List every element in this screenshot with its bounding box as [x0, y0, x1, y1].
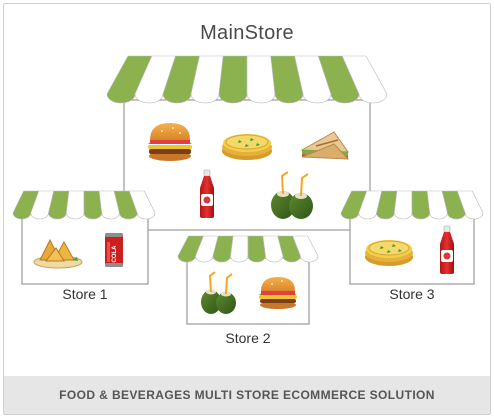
- awning-stripe: [456, 190, 484, 220]
- awning-stripe: [246, 55, 276, 104]
- main-store-box: [123, 99, 371, 231]
- store-1-awning-icon: [12, 190, 156, 220]
- pizza-icon: [222, 134, 272, 160]
- awning-stripe: [218, 55, 248, 104]
- store-2-label: Store 2: [225, 330, 271, 346]
- diagram-frame: [3, 3, 491, 415]
- ketchup-bottle-icon: [200, 169, 214, 218]
- store-1: [12, 190, 156, 285]
- cola-can-icon: COLA: [105, 233, 123, 267]
- coconut-drink-icon: [271, 171, 313, 219]
- store-3: [340, 190, 484, 285]
- burger-icon: [259, 277, 297, 309]
- store-3-awning-icon: [340, 190, 484, 220]
- main-store-awning-icon: [106, 55, 388, 104]
- cola-can-text: COLA: [112, 245, 118, 263]
- awning-stripe: [292, 235, 319, 263]
- store-3-label: Store 3: [389, 286, 435, 302]
- footer-bar: FOOD & BEVERAGES MULTI STORE ECOMMERCE S…: [4, 376, 490, 414]
- ketchup-bottle-icon: [440, 225, 454, 274]
- samosa-icon: [33, 238, 83, 269]
- burger-icon: [148, 123, 192, 161]
- awning-stripe: [393, 190, 413, 220]
- main-store-title: MainStore: [200, 22, 294, 44]
- main-store: [106, 55, 388, 231]
- store-1-label: Store 1: [62, 286, 108, 302]
- footer-text: FOOD & BEVERAGES MULTI STORE ECOMMERCE S…: [59, 388, 435, 402]
- store-2-awning-icon: [177, 235, 319, 263]
- awning-stripe: [128, 190, 156, 220]
- coconut-drink-icon: [201, 271, 236, 314]
- awning-stripe: [83, 190, 103, 220]
- awning-stripe: [247, 235, 266, 263]
- pizza-icon: [365, 240, 413, 266]
- awning-stripe: [65, 190, 85, 220]
- store-1-box: [21, 213, 149, 285]
- awning-stripe: [341, 55, 388, 104]
- awning-stripe: [411, 190, 431, 220]
- sandwich-icon: [300, 131, 350, 160]
- awning-stripe: [230, 235, 249, 263]
- store-2: [177, 235, 319, 325]
